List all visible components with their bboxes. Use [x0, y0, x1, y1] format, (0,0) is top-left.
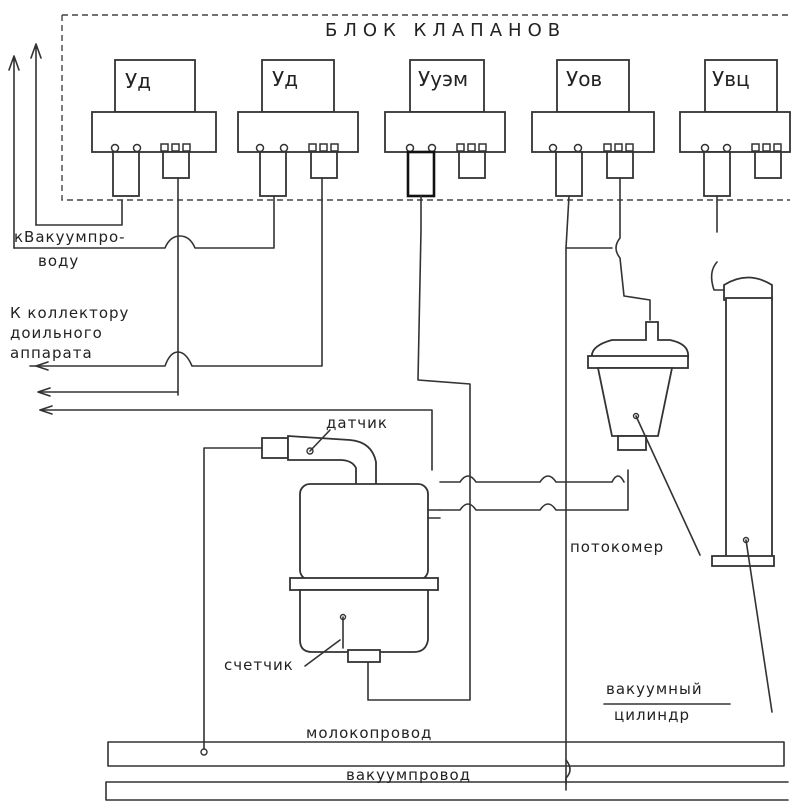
label-to-vacuum-line-2: воду — [38, 252, 79, 270]
valve-3-label: Ууэм — [418, 67, 468, 91]
up-arrow-1 — [8, 55, 20, 249]
sensor-leader — [309, 429, 331, 452]
return-arrow-2 — [39, 405, 53, 415]
label-vacuum-cylinder-1: вакуумный — [606, 680, 703, 698]
label-flowmeter: потокомер — [570, 538, 664, 556]
label-sensor: датчик — [326, 414, 388, 432]
cylinder-leader — [745, 539, 773, 713]
vacuum-line-pipe — [105, 759, 789, 801]
valve-1-label: Уд — [125, 69, 151, 93]
label-counter: счетчик — [224, 656, 294, 674]
up-arrow-2 — [30, 43, 42, 226]
valve-4-label: Уов — [566, 67, 602, 91]
valve-5-label: Увц — [712, 67, 750, 91]
collector-line — [29, 177, 323, 367]
vacuum-branch-line — [13, 195, 275, 249]
valve-2: Уд — [237, 59, 359, 197]
valve-5: Увц — [679, 59, 791, 197]
vacuum-cylinder — [711, 276, 775, 567]
milk-counter — [261, 435, 441, 663]
label-to-collector-2: доильного — [10, 324, 103, 342]
valve-block-title: БЛОК КЛАПАНОВ — [325, 20, 566, 41]
valve-3: Ууэм — [384, 59, 506, 198]
label-to-vacuum-line-1: кВакуумпро- — [14, 228, 126, 246]
label-vacuum-line: вакуумпровод — [346, 766, 471, 784]
valve-1: Уд — [91, 59, 217, 197]
label-to-collector-3: аппарата — [10, 344, 93, 362]
label-to-collector-1: К коллектору — [10, 304, 129, 322]
milk-line-pipe — [107, 741, 785, 767]
label-milk-line: молокопровод — [306, 724, 432, 742]
flowmeter — [587, 321, 690, 451]
flowmeter-leader — [635, 415, 701, 556]
return-arrow — [37, 387, 51, 397]
valve-block-frame — [61, 14, 790, 201]
valve-2-label: Уд — [272, 67, 298, 91]
valve-4: Уов — [531, 59, 655, 197]
label-vacuum-cylinder-2: цилиндр — [614, 706, 690, 724]
collector-arrow — [35, 361, 49, 371]
